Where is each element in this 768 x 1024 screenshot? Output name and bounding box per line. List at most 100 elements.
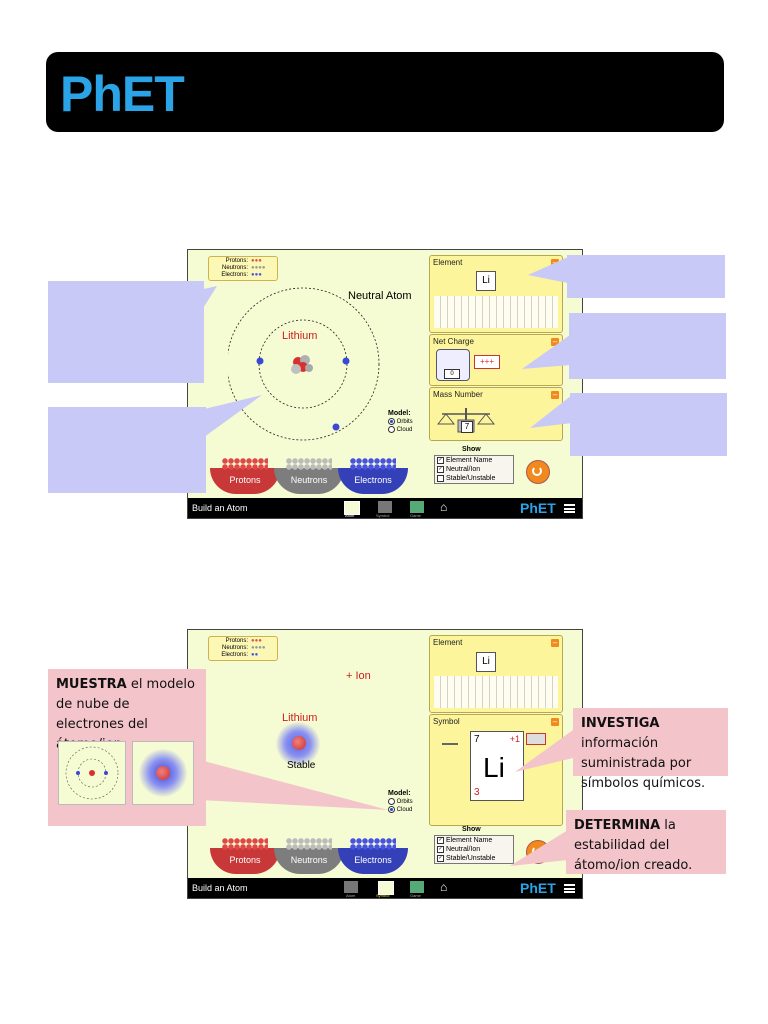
charge-label: Neutral Atom bbox=[348, 290, 412, 302]
show-title: Show bbox=[462, 446, 481, 453]
model-selector: Model: Orbits Cloud bbox=[388, 790, 413, 814]
callout-pointer bbox=[530, 395, 572, 428]
navigation-bar: Build an Atom Atom Symbol Game ⌂ PhET bbox=[188, 878, 582, 898]
nucleus-neutron bbox=[305, 364, 313, 372]
phet-logo-text: PhET bbox=[60, 66, 185, 122]
tab-symbol[interactable] bbox=[378, 881, 394, 895]
reset-all-button[interactable] bbox=[526, 460, 550, 484]
callout-blank bbox=[569, 313, 726, 379]
tab-atom[interactable] bbox=[344, 501, 360, 515]
collapse-button[interactable]: – bbox=[551, 337, 559, 346]
home-icon[interactable]: ⌂ bbox=[440, 500, 448, 514]
electron bbox=[332, 423, 340, 431]
electron-dots: ●● bbox=[251, 652, 259, 658]
tab-game[interactable] bbox=[410, 881, 424, 893]
tab-game[interactable] bbox=[410, 501, 424, 513]
proton-dots: ●●● bbox=[251, 258, 262, 264]
neutron-pile bbox=[286, 838, 332, 850]
orbits-thumbnail-art bbox=[65, 746, 119, 800]
element-symbol-box: Li bbox=[476, 271, 496, 291]
callout-pointer bbox=[200, 395, 262, 440]
mass-number: 7 bbox=[474, 734, 480, 745]
electron bbox=[256, 357, 264, 365]
show-element-name-checkbox[interactable]: ✓ Element Name bbox=[437, 836, 493, 844]
tab-atom[interactable] bbox=[344, 881, 358, 893]
proton-dots: ●●● bbox=[251, 638, 262, 644]
neutron-pile bbox=[286, 458, 332, 470]
nucleus bbox=[292, 736, 306, 750]
show-options: ✓ Element Name ✓ Neutral/Ion Stable/Unst… bbox=[434, 455, 514, 484]
protons-bucket[interactable]: Protons bbox=[210, 848, 280, 874]
symbol-panel: Symbol – 7 +1 Li 3 bbox=[429, 714, 563, 826]
callout-determina: DETERMINA la estabilidad del átomo/ion c… bbox=[566, 810, 726, 874]
model-cloud-radio[interactable]: Cloud bbox=[388, 806, 413, 814]
show-title: Show bbox=[462, 826, 481, 833]
collapse-button[interactable]: – bbox=[551, 717, 559, 726]
neutrons-bucket[interactable]: Neutrons bbox=[274, 468, 344, 494]
electrons-bucket[interactable]: Electrons bbox=[338, 468, 408, 494]
show-stable-unstable-checkbox[interactable]: ✓ Stable/Unstable bbox=[437, 854, 496, 862]
element-symbol-box: Li bbox=[476, 652, 496, 672]
element-symbol: Li bbox=[483, 752, 505, 783]
show-element-name-checkbox[interactable]: ✓ Element Name bbox=[437, 456, 493, 464]
electron bbox=[342, 357, 350, 365]
model-selector: Model: Orbits Cloud bbox=[388, 410, 413, 434]
tab-symbol[interactable] bbox=[378, 501, 392, 513]
cloud-thumbnail bbox=[132, 741, 194, 805]
particle-counts: Protons:●●● Neutrons:●●●● Electrons:●●● bbox=[208, 256, 278, 281]
particle-counts: Protons:●●● Neutrons:●●●● Electrons:●● bbox=[208, 636, 278, 661]
menu-icon[interactable] bbox=[564, 884, 575, 893]
neutrons-bucket[interactable]: Neutrons bbox=[274, 848, 344, 874]
callout-pointer bbox=[528, 257, 568, 283]
navigation-bar: Build an Atom Atom Symbol Game ⌂ PhET bbox=[188, 498, 582, 518]
callout-pointer bbox=[510, 830, 568, 866]
periodic-table bbox=[434, 676, 558, 708]
phet-logo: PhET bbox=[60, 64, 185, 124]
phet-logo-small[interactable]: PhET bbox=[520, 500, 556, 516]
neutron-dots: ●●●● bbox=[251, 645, 266, 651]
neutron-dots: ●●●● bbox=[251, 265, 266, 271]
show-options: ✓ Element Name ✓ Neutral/Ion ✓ Stable/Un… bbox=[434, 835, 514, 864]
model-orbits-radio[interactable]: Orbits bbox=[388, 798, 413, 806]
sim-title: Build an Atom bbox=[192, 503, 248, 513]
menu-icon[interactable] bbox=[564, 504, 575, 513]
collapse-button[interactable]: – bbox=[551, 390, 559, 399]
element-name-label: Lithium bbox=[282, 712, 318, 724]
sim-title: Build an Atom bbox=[192, 883, 248, 893]
callout-pointer bbox=[522, 335, 570, 369]
show-neutral-ion-checkbox[interactable]: ✓ Neutral/Ion bbox=[437, 845, 481, 853]
phet-header-banner: PhET bbox=[46, 52, 724, 132]
callout-blank bbox=[567, 255, 725, 298]
charge-mini-icon bbox=[526, 733, 546, 745]
callout-blank bbox=[48, 407, 206, 493]
model-cloud-radio[interactable]: Cloud bbox=[388, 426, 413, 434]
show-stable-unstable-checkbox[interactable]: Stable/Unstable bbox=[437, 474, 511, 483]
orbits-thumbnail bbox=[58, 741, 126, 805]
callout-blank bbox=[48, 281, 204, 383]
element-panel: Element – Li bbox=[429, 635, 563, 713]
model-orbits-radio[interactable]: Orbits bbox=[388, 418, 413, 426]
callout-pointer bbox=[200, 760, 388, 810]
sim-screenshot-atom: Protons:●●● Neutrons:●●●● Electrons:●●● … bbox=[187, 249, 583, 519]
callout-pointer bbox=[195, 286, 217, 321]
callout-blank bbox=[570, 393, 727, 456]
electrons-bucket[interactable]: Electrons bbox=[338, 848, 408, 874]
show-neutral-ion-checkbox[interactable]: ✓ Neutral/Ion bbox=[437, 465, 481, 473]
collapse-button[interactable]: – bbox=[551, 638, 559, 647]
charge-label: + Ion bbox=[346, 670, 371, 682]
home-icon[interactable]: ⌂ bbox=[440, 880, 448, 894]
electron-pile bbox=[350, 458, 396, 470]
callout-investiga: INVESTIGA información suministrada por s… bbox=[573, 708, 728, 791]
element-name-label: Lithium bbox=[282, 330, 318, 342]
electron-dots: ●●● bbox=[251, 272, 262, 278]
periodic-table bbox=[434, 296, 558, 328]
callout-muestra: MUESTRA el modelo de nube de electrones … bbox=[48, 669, 206, 826]
protons-bucket[interactable]: Protons bbox=[210, 468, 280, 494]
outer-orbit bbox=[228, 287, 380, 441]
mass-number-value: 7 bbox=[461, 421, 473, 433]
proton-pile bbox=[222, 838, 268, 850]
phet-logo-small[interactable]: PhET bbox=[520, 880, 556, 896]
mass-number-panel: Mass Number – 7 bbox=[429, 387, 563, 441]
ion-charge: +1 bbox=[509, 734, 520, 744]
proton-pile bbox=[222, 458, 268, 470]
